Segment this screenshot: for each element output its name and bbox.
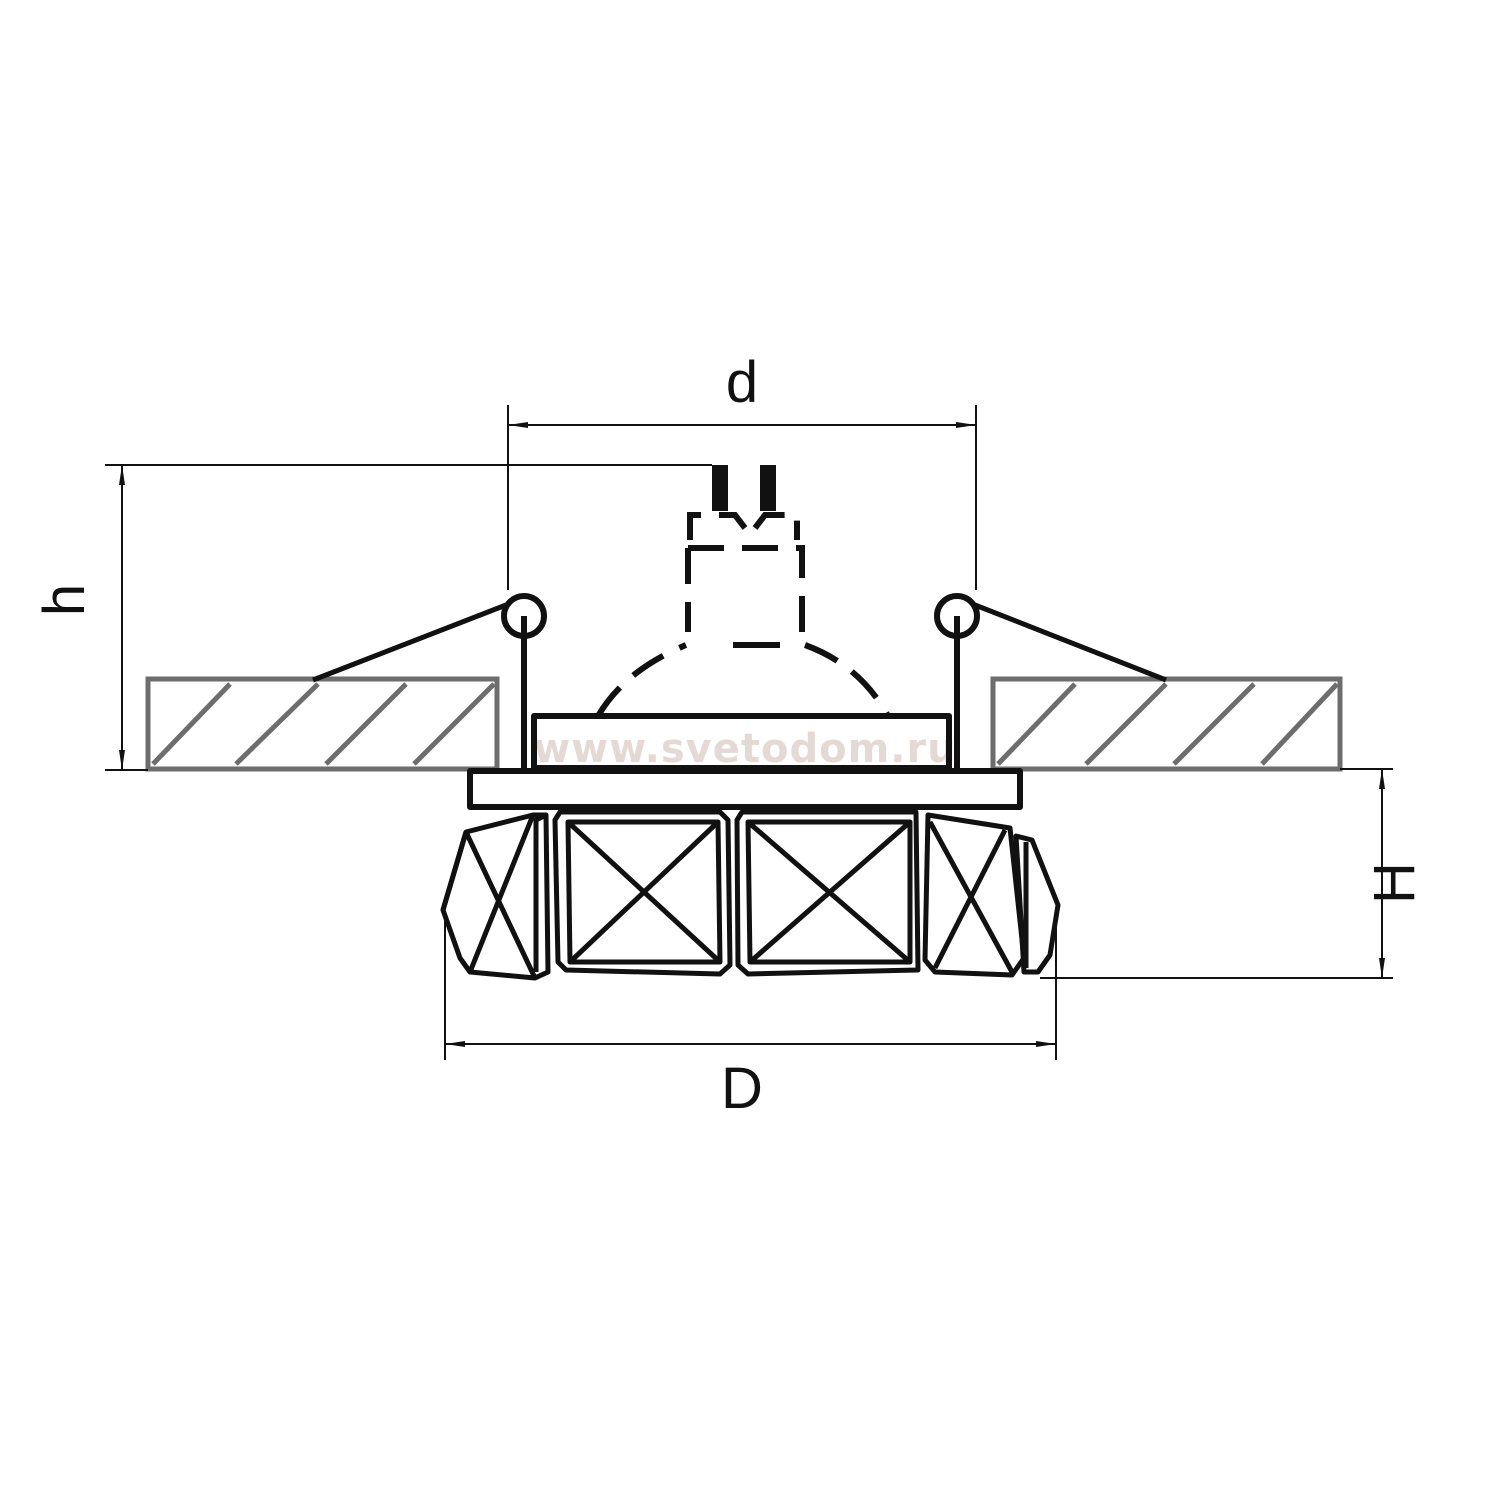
dimension-d: d xyxy=(507,350,977,590)
ceiling-right xyxy=(990,676,1343,772)
dimension-H: H xyxy=(1040,768,1427,979)
label-D: D xyxy=(721,1056,763,1121)
label-h: h xyxy=(32,584,97,616)
label-d: d xyxy=(726,350,758,415)
dimension-h: h xyxy=(32,464,712,771)
ceiling-left xyxy=(145,676,500,772)
flange-plate xyxy=(467,768,1023,810)
crystal-decor xyxy=(440,809,1061,981)
dimension-D: D xyxy=(444,912,1057,1121)
spring-clip-left xyxy=(312,593,547,770)
spring-clip-right xyxy=(934,593,1167,770)
lamp-bulb xyxy=(595,465,891,718)
label-H: H xyxy=(1362,862,1427,904)
watermark: www.svetodom.ru xyxy=(533,726,956,772)
